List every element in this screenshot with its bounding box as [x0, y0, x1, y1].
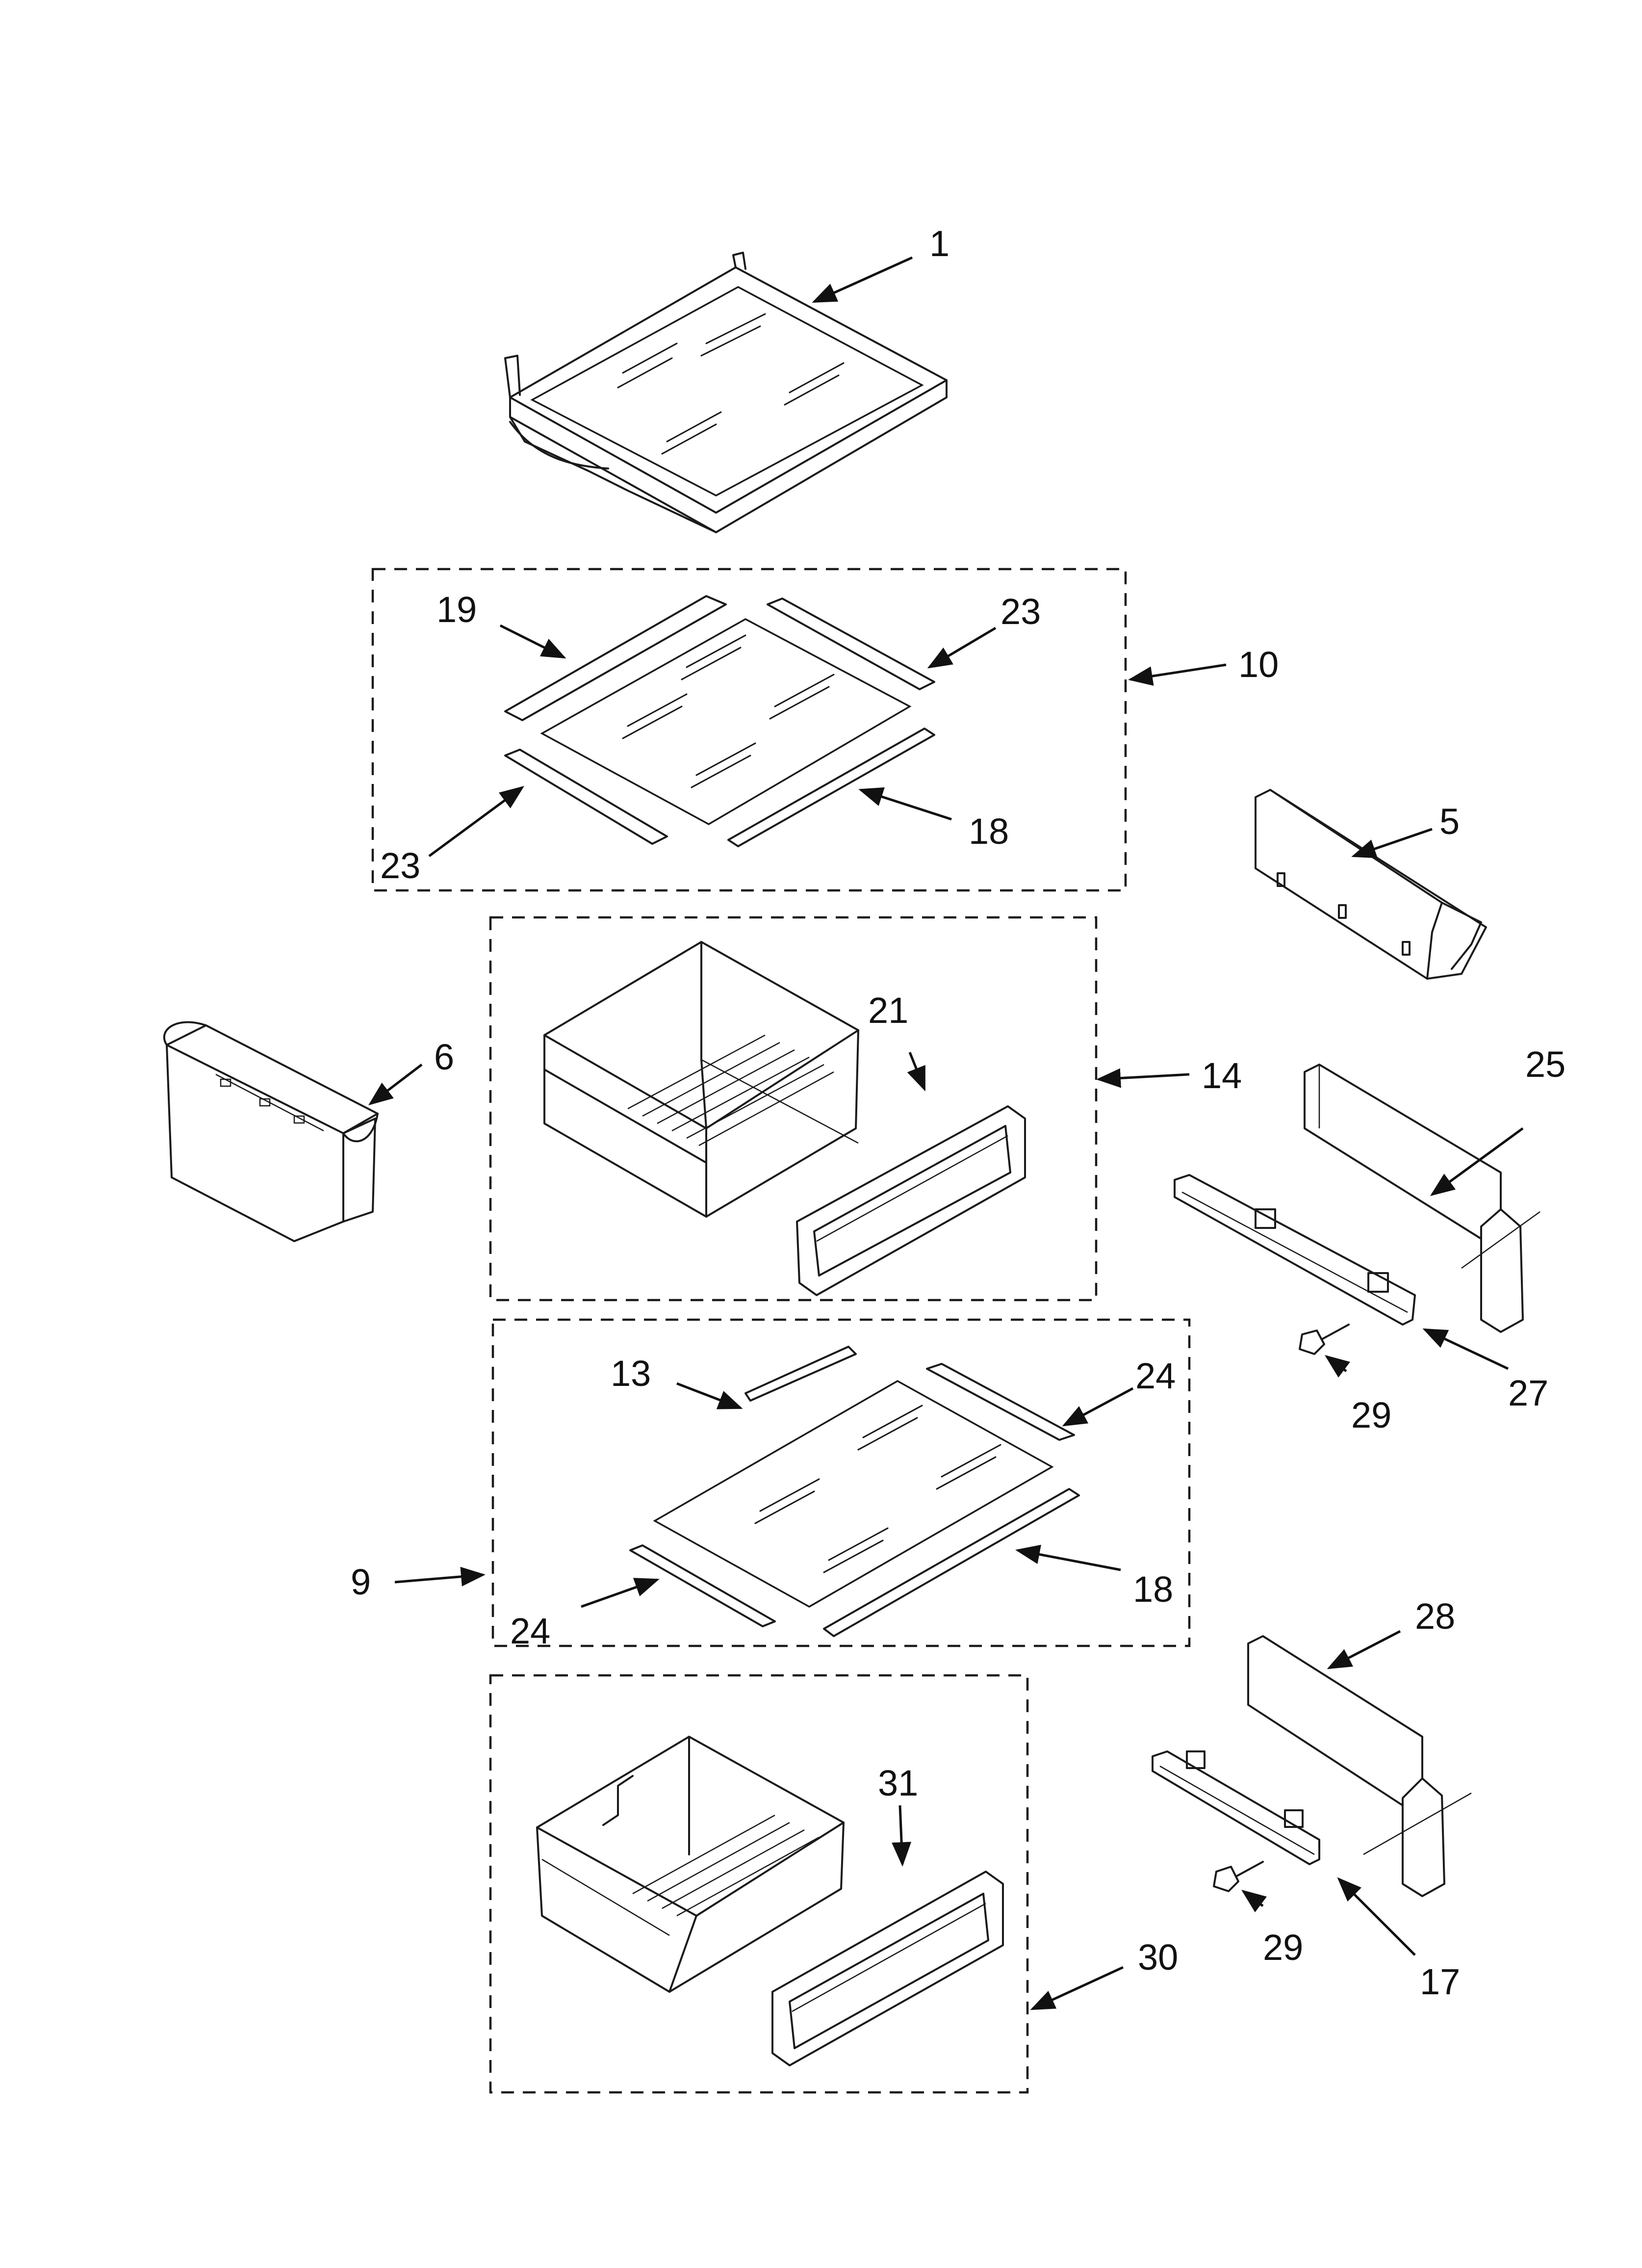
callout-28: 28	[1415, 1596, 1455, 1637]
group-box-14	[489, 916, 1098, 1302]
callout-17: 17	[1420, 1961, 1460, 2002]
part-glass-shelf-10	[504, 595, 935, 847]
group-box-30	[489, 1674, 1029, 2094]
callout-31: 31	[878, 1763, 918, 1803]
callout-6: 6	[434, 1037, 454, 1077]
group-box-9	[491, 1318, 1191, 1647]
group-box-10	[371, 568, 1127, 892]
callout-24-top: 24	[1135, 1356, 1176, 1396]
part-slide-rail-27	[1174, 1174, 1416, 1326]
callout-5: 5	[1439, 801, 1460, 842]
part-deli-pan-30	[536, 1736, 845, 1993]
callout-30: 30	[1138, 1937, 1178, 1978]
part-screw-29-upper	[1299, 1324, 1350, 1355]
callout-9: 9	[351, 1562, 371, 1602]
leader-lines	[368, 256, 1524, 2010]
part-slide-rail-17	[1152, 1750, 1320, 1865]
callout-21: 21	[868, 990, 908, 1031]
callout-14: 14	[1202, 1055, 1242, 1096]
part-crisper-front-21	[796, 1105, 1026, 1296]
part-screw-29-lower	[1213, 1861, 1264, 1892]
callout-24-bottom: 24	[510, 1611, 550, 1651]
callout-29-lower: 29	[1263, 1927, 1303, 1968]
callout-23-bottom: 23	[380, 845, 420, 886]
part-dairy-bin-6	[163, 1021, 379, 1242]
part-crisper-pan-14	[543, 941, 859, 1218]
callout-13: 13	[611, 1353, 651, 1394]
part-rail-bracket-28	[1247, 1635, 1472, 1897]
callout-27: 27	[1508, 1373, 1548, 1413]
callout-10: 10	[1238, 644, 1279, 685]
callout-1: 1	[929, 223, 949, 264]
part-glass-shelf-9	[629, 1346, 1080, 1637]
callout-29-upper: 29	[1351, 1395, 1391, 1435]
part-rail-cover-5	[1255, 789, 1487, 980]
part-deli-front-31	[771, 1871, 1004, 2066]
callout-23-top: 23	[1001, 591, 1041, 632]
callout-18-top: 18	[969, 811, 1009, 852]
callout-labels: 1 19 23 10 23 18 5 21 6 14 25 29 27 13 2…	[351, 223, 1565, 2002]
part-shelf-assembly	[504, 252, 948, 533]
callout-25: 25	[1525, 1044, 1565, 1085]
callout-18-bottom: 18	[1133, 1569, 1173, 1610]
part-rail-bracket-25	[1304, 1064, 1540, 1333]
callout-19: 19	[436, 589, 477, 630]
